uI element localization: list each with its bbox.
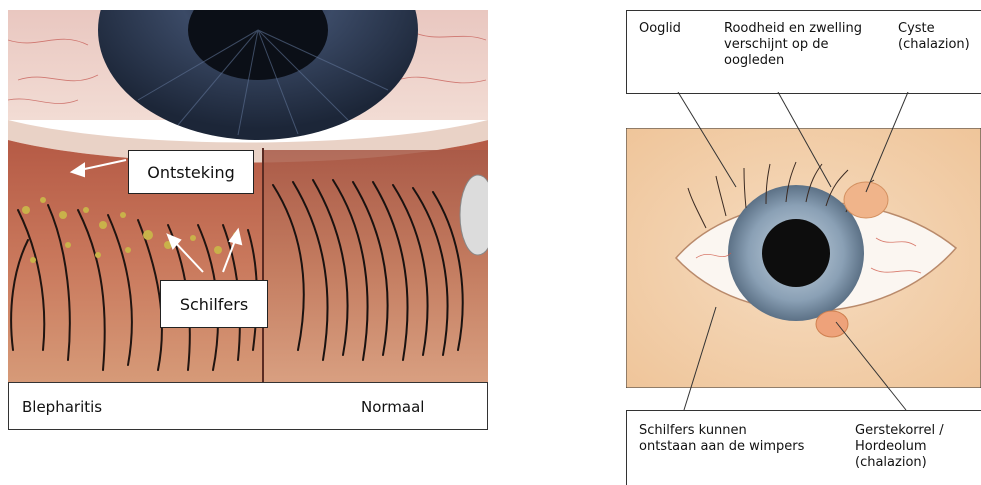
label-stye: Gerstekorrel / Hordeolum (chalazion) (855, 423, 944, 471)
callout-inflammation: Ontsteking (128, 150, 254, 194)
label-flakes: Schilfers kunnen ontstaan aan de wimpers (639, 423, 804, 455)
caption-normal: Normaal (361, 398, 424, 416)
callout-flakes: Schilfers (160, 280, 268, 328)
left-caption-bar: Blepharitis Normaal (8, 382, 488, 430)
label-redness: Roodheid en zwelling verschijnt op de oo… (724, 21, 862, 69)
leader-lines (626, 92, 981, 412)
blepharitis-comparison-panel: Ontsteking Schilfers Blepharitis Normaal (8, 10, 488, 430)
callout-flakes-text: Schilfers (180, 295, 248, 314)
label-cyst: Cyste (chalazion) (898, 21, 970, 53)
label-eyelid: Ooglid (639, 21, 681, 37)
caption-blepharitis: Blepharitis (22, 398, 102, 416)
callout-inflammation-text: Ontsteking (147, 163, 234, 182)
